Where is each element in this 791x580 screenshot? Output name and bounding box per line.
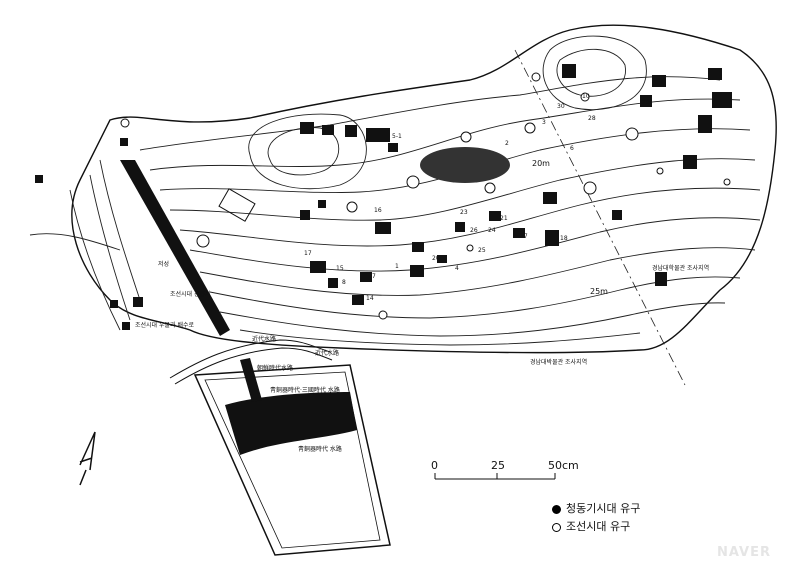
legend: 청동기시대 유구 조선시대 유구: [552, 500, 640, 536]
annotation-era-c: 저성: [158, 260, 169, 268]
trench-inner: [204, 371, 381, 549]
trench: [193, 364, 391, 556]
scale-bar: 0 25 50cm: [431, 459, 579, 480]
open-circle-icon: [552, 522, 561, 532]
site-boundary: [71, 24, 777, 354]
contour-label-20m: 20m: [532, 159, 550, 168]
svg-text:23: 23: [460, 209, 468, 216]
svg-text:12: 12: [412, 243, 420, 250]
trench-channel: [240, 358, 262, 402]
filled-circle-icon: [552, 504, 561, 514]
svg-text:28: 28: [588, 115, 596, 122]
svg-text:20: 20: [432, 255, 440, 262]
legend-label-bronze: 청동기시대 유구: [566, 502, 641, 515]
annotation-trench1b: 近代水路: [315, 349, 339, 357]
svg-text:29: 29: [642, 99, 650, 106]
annotation-trench4: 靑銅器時代 水路: [298, 445, 342, 453]
bronze-age-features: [35, 64, 732, 330]
annotation-era-a: 조선시대 건물지: [170, 290, 211, 298]
legend-label-joseon: 조선시대 유구: [566, 520, 631, 533]
scale-tick-50: 50cm: [548, 459, 579, 472]
annotation-trench1: 近代水路: [252, 335, 276, 343]
survey-line: [514, 49, 686, 386]
trench-dark-layer: [225, 392, 357, 455]
svg-text:27: 27: [520, 233, 528, 240]
road: [169, 339, 331, 379]
svg-text:25: 25: [478, 247, 486, 254]
legend-item-bronze: 청동기시대 유구: [552, 500, 640, 518]
svg-text:17: 17: [304, 250, 312, 257]
contour-label-25m: 25m: [590, 287, 608, 296]
svg-text:2: 2: [505, 140, 509, 147]
contour-lines: [29, 35, 761, 346]
svg-text:16: 16: [374, 207, 382, 214]
scale-tick-0: 0: [431, 459, 438, 472]
annotation-zone1: 경남대학물관 조사지역: [652, 264, 709, 272]
svg-text:5-1: 5-1: [392, 133, 402, 140]
building-outline: [218, 188, 256, 222]
annotation-trench3: 靑銅器時代·三國時代 水路: [270, 386, 340, 394]
svg-text:14: 14: [366, 295, 374, 302]
svg-text:8: 8: [342, 279, 346, 286]
svg-text:7: 7: [372, 273, 376, 280]
watermark-logo: NAVER: [716, 545, 771, 560]
svg-text:30: 30: [557, 103, 565, 110]
annotation-zone2: 경남대박물관 조사지역: [530, 358, 587, 366]
pit-cluster: [420, 147, 510, 183]
svg-text:6: 6: [570, 145, 574, 152]
annotation-era-b: 조선시대 우물과 배수로: [135, 321, 194, 329]
svg-text:26: 26: [470, 227, 478, 234]
ditch: [120, 160, 230, 336]
svg-text:3: 3: [542, 119, 546, 126]
legend-item-joseon: 조선시대 유구: [552, 518, 640, 536]
svg-text:4: 4: [455, 265, 459, 272]
svg-text:15: 15: [336, 265, 344, 272]
svg-text:1: 1: [395, 263, 399, 270]
svg-text:10: 10: [582, 93, 590, 100]
scale-tick-25: 25: [491, 459, 505, 472]
svg-text:24: 24: [488, 227, 496, 234]
svg-text:18: 18: [560, 235, 568, 242]
svg-text:9: 9: [385, 229, 389, 236]
joseon-features: [120, 72, 731, 320]
road2: [174, 347, 333, 385]
svg-text:21: 21: [500, 215, 508, 222]
north-arrow-icon: [79, 431, 96, 486]
feature-labels: 5-1 21 18 3 6 30 26 27 2 7 8 12 14 17 15…: [304, 93, 650, 302]
annotation-trench2: 朝鮮時代水路: [257, 364, 293, 372]
